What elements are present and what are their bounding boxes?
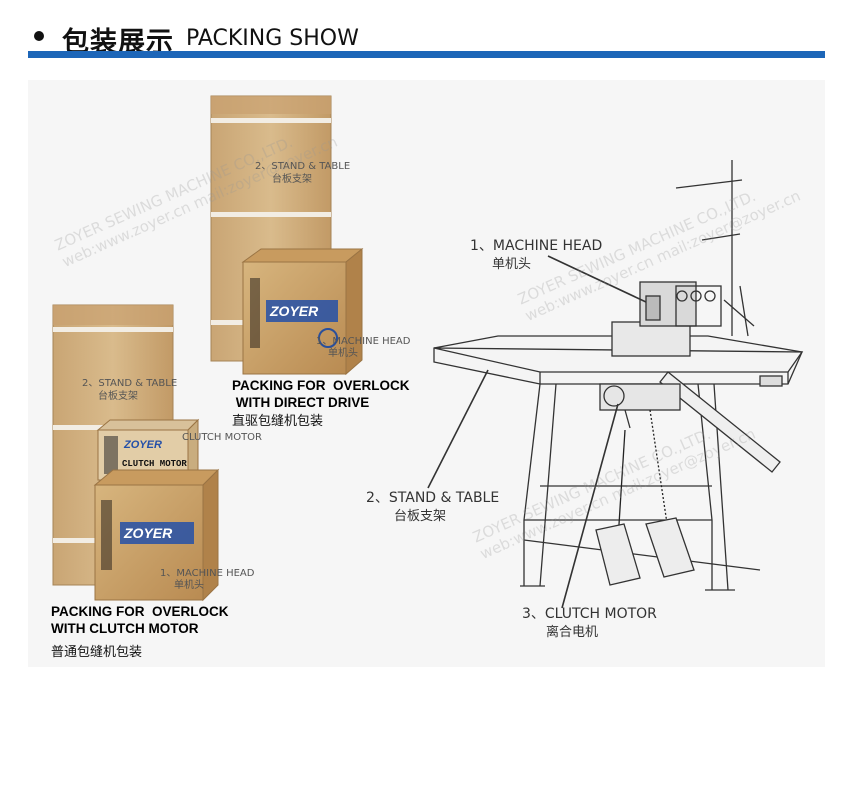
section-title-en: PACKING SHOW bbox=[186, 26, 359, 51]
left-head-label-en: 1、MACHINE HEAD bbox=[160, 568, 255, 579]
left-motor-box-brand: ZOYER bbox=[123, 439, 162, 451]
diagram-motor-label-cn: 离合电机 bbox=[546, 625, 599, 640]
mid-head-label-en: 1、MACHINE HEAD bbox=[316, 336, 411, 347]
sewing-table-drawing bbox=[433, 160, 804, 591]
left-head-box: ZOYER bbox=[93, 468, 220, 602]
diagram-pointers bbox=[427, 255, 647, 609]
diagram-stand-label-cn: 台板支架 bbox=[394, 509, 447, 524]
diagram-head-label-cn: 单机头 bbox=[492, 257, 532, 272]
mid-caption-cn: 直驱包缝机包装 bbox=[232, 414, 324, 429]
left-caption-en: PACKING FOR OVERLOCK WITH CLUTCH MOTOR bbox=[51, 604, 229, 636]
left-motor-label: CLUTCH MOTOR bbox=[182, 432, 263, 443]
left-caption-cn: 普通包缝机包装 bbox=[51, 645, 143, 660]
left-stand-label-cn: 台板支架 bbox=[98, 391, 138, 402]
mid-head-box: ZOYER bbox=[241, 247, 364, 376]
mid-box-brand: ZOYER bbox=[269, 303, 319, 319]
left-stand-label-en: 2、STAND & TABLE bbox=[82, 378, 178, 389]
diagram-motor-label-en: 3、CLUTCH MOTOR bbox=[522, 606, 657, 622]
header-divider bbox=[28, 51, 825, 58]
left-motor-box-text: CLUTCH MOTOR bbox=[122, 459, 187, 469]
diagram-head-label-en: 1、MACHINE HEAD bbox=[470, 238, 603, 254]
left-head-box-brand: ZOYER bbox=[123, 525, 173, 541]
mid-stand-label-en: 2、STAND & TABLE bbox=[255, 161, 351, 172]
diagram-stand-label-en: 2、STAND & TABLE bbox=[366, 490, 500, 506]
bullet-icon bbox=[34, 31, 44, 41]
left-head-label-cn: 单机头 bbox=[174, 580, 204, 591]
mid-head-label-cn: 单机头 bbox=[328, 348, 358, 359]
mid-caption-en: PACKING FOR OVERLOCK WITH DIRECT DRIVE bbox=[232, 378, 410, 410]
mid-stand-label-cn: 台板支架 bbox=[272, 174, 312, 185]
